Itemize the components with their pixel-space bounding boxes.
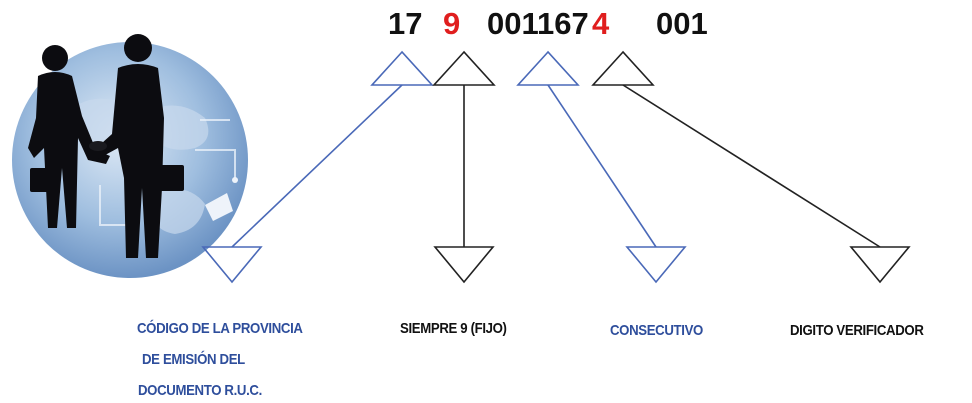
target-triangle-fixed [433, 246, 495, 284]
ruc-establishment: 001 [656, 6, 708, 41]
connector-check [622, 84, 881, 248]
ruc-consecutive: 001167 [487, 6, 589, 41]
connector-province [231, 84, 403, 248]
label-check: DIGITO VERIFICADOR [790, 322, 924, 339]
label-consecutive: CONSECUTIVO [610, 322, 703, 339]
target-triangle-check [849, 246, 911, 284]
business-handshake-globe-icon [12, 34, 248, 278]
label-province-line2: DE EMISIÓN DEL [142, 351, 245, 368]
ruc-province-code: 17 [388, 6, 423, 41]
label-fixed: SIEMPRE 9 (FIJO) [400, 320, 507, 337]
ruc-check-digit: 4 [592, 6, 610, 41]
target-triangle-province [201, 246, 263, 284]
pointer-triangle-fixed [432, 50, 496, 86]
connector-consecutive [547, 84, 657, 248]
target-triangle-consecutive [625, 246, 687, 284]
pointer-triangle-consecutive [516, 50, 580, 86]
pointer-triangle-check [591, 50, 655, 86]
pointer-triangle-province [370, 50, 434, 86]
ruc-fixed-digit: 9 [443, 6, 461, 41]
label-province-line3: DOCUMENTO R.U.C. [138, 382, 262, 399]
label-province-line1: CÓDIGO DE LA PROVINCIA [137, 320, 303, 337]
